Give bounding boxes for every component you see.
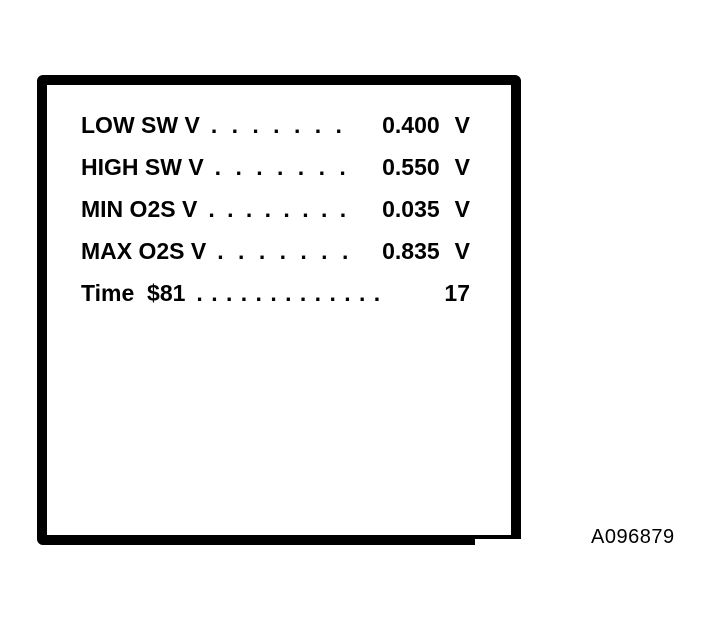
dot-leader: . . . . . . . (210, 112, 346, 138)
figure-code: A096879 (591, 526, 675, 548)
readout-row-time: Time $81 . . . . . . . . . . . . . 17 (81, 272, 470, 314)
dot-leader: . . . . . . . . . . . . . (196, 280, 382, 306)
parameter-label: MIN O2S V (81, 196, 198, 222)
readout-row-low-sw-v: LOW SW V . . . . . . . 0.400 V (81, 104, 470, 146)
scan-tool-display-box: LOW SW V . . . . . . . 0.400 V HIGH SW V… (37, 75, 521, 545)
parameter-unit: V (454, 112, 470, 138)
dot-leader: . . . . . . . . (208, 196, 350, 222)
readout-row-max-o2s-v: MAX O2S V . . . . . . . 0.835 V (81, 230, 470, 272)
parameter-value: 0.035 (382, 196, 440, 222)
parameter-value: 0.550 (382, 154, 440, 180)
parameter-value: 17 (444, 280, 470, 306)
parameter-label: Time $81 (81, 280, 186, 306)
readout-row-high-sw-v: HIGH SW V . . . . . . . 0.550 V (81, 146, 470, 188)
readout-list: LOW SW V . . . . . . . 0.400 V HIGH SW V… (47, 85, 511, 314)
parameter-value: 0.835 (382, 238, 440, 264)
parameter-unit: V (454, 196, 470, 222)
parameter-label: HIGH SW V (81, 154, 204, 180)
dot-leader: . . . . . . . (214, 154, 350, 180)
parameter-label: LOW SW V (81, 112, 200, 138)
parameter-value: 0.400 (382, 112, 440, 138)
dot-leader: . . . . . . . (217, 238, 353, 264)
readout-row-min-o2s-v: MIN O2S V . . . . . . . . 0.035 V (81, 188, 470, 230)
parameter-label: MAX O2S V (81, 238, 207, 264)
parameter-unit: V (454, 154, 470, 180)
bottom-border-notch (475, 539, 521, 545)
parameter-unit: V (454, 238, 470, 264)
